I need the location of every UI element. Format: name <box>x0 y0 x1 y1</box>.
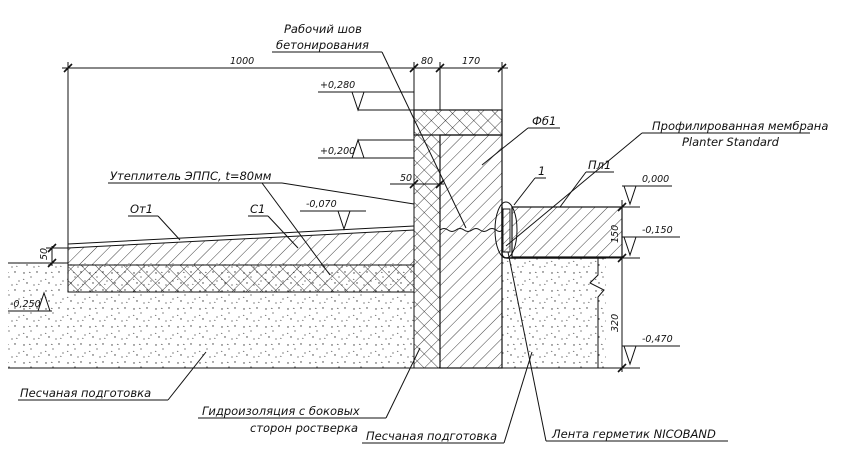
level-p0280: +0,280 <box>320 80 355 91</box>
level-mark-m0470 <box>622 345 680 366</box>
screed-c1-layer <box>68 230 414 265</box>
dim-320: 320 <box>610 314 621 332</box>
sealant-tape <box>502 208 511 253</box>
dim-80: 80 <box>421 56 433 67</box>
slab-pl1 <box>511 206 623 258</box>
label-work-joint-2: бетонирования <box>276 38 369 52</box>
grillage-top-cap <box>413 109 503 136</box>
top-dimension-line <box>62 62 508 250</box>
label-membrane-1: Профилированная мембрана <box>652 119 828 133</box>
waterproofing-strip <box>413 134 441 369</box>
dim-170: 170 <box>462 56 480 67</box>
level-mark-p0200 <box>318 138 414 159</box>
dim-1000: 1000 <box>230 56 254 67</box>
callout-1-circle <box>494 201 518 259</box>
right-vertical-dimension <box>606 200 640 373</box>
level-m0070: -0,070 <box>306 199 337 210</box>
dim-50-left-line <box>46 243 68 268</box>
label-ot1: От1 <box>130 202 153 216</box>
label-sand-right: Песчаная подготовка <box>366 429 497 443</box>
level-m0250: -0,250 <box>10 299 41 310</box>
label-work-joint-1: Рабочий шов <box>284 22 362 36</box>
concreting-joint-line <box>439 228 503 232</box>
level-0000: 0,000 <box>642 174 669 185</box>
grillage-beam-fb1 <box>439 134 503 369</box>
level-m0470: -0,470 <box>642 334 673 345</box>
level-mark-0000 <box>622 185 672 206</box>
slope-finish-ot1-line <box>67 225 415 245</box>
label-c1: С1 <box>250 202 265 216</box>
label-membrane-2: Planter Standard <box>682 135 780 149</box>
level-m0150: -0,150 <box>642 225 673 236</box>
dim-50-mid: 50 <box>400 173 412 184</box>
level-mark-p0280 <box>318 91 414 112</box>
label-pl1: Пл1 <box>588 158 611 172</box>
level-mark-m0150 <box>622 236 680 257</box>
level-p0200: +0,200 <box>320 146 355 157</box>
sand-right-area <box>502 258 606 368</box>
label-fb1: Фб1 <box>532 114 556 128</box>
label-sealant-tape: Лента герметик NICOBAND <box>551 427 716 441</box>
label-sand-left: Песчаная подготовка <box>20 386 151 400</box>
dim-50-mid-line <box>390 179 445 190</box>
label-callout-1: 1 <box>538 164 545 178</box>
dim-150: 150 <box>610 225 621 243</box>
dim-50-left: 50 <box>39 248 50 260</box>
label-waterproof-1: Гидроизоляция с боковых <box>202 404 360 418</box>
label-waterproof-2: сторон ростверка <box>250 421 358 435</box>
level-mark-m0250 <box>8 291 52 312</box>
xps-insulation-layer <box>67 264 415 293</box>
level-mark-m0070 <box>300 210 366 231</box>
leader-lines <box>18 51 810 444</box>
label-insulation: Утеплитель ЭППС, t=80мм <box>110 169 272 183</box>
